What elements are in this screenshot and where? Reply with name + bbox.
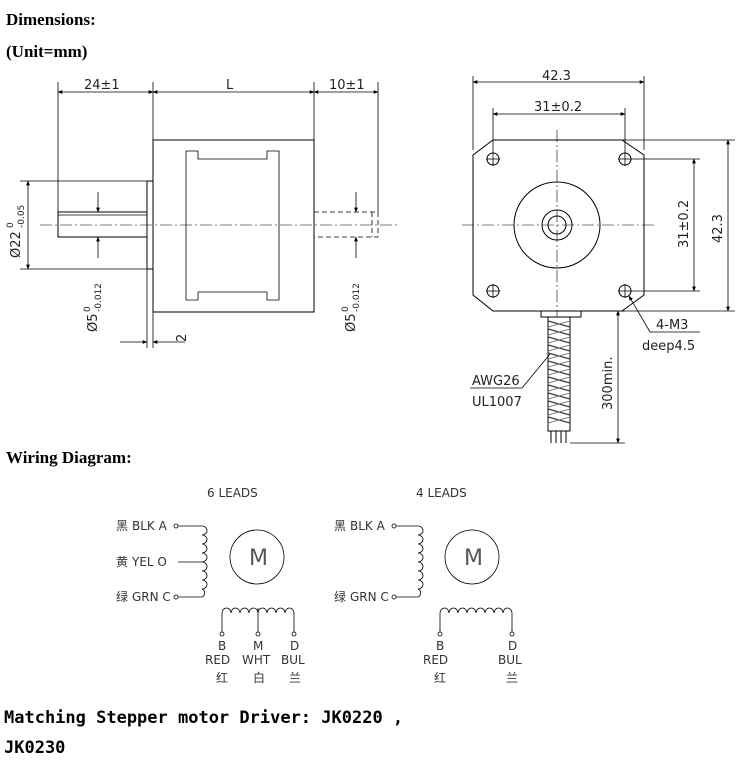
four-motor-circle — [444, 529, 500, 585]
wire-spec-1: AWG26 — [472, 374, 520, 389]
wiring-4-leads: 4 LEADS 黑 BLK A 绿 GRN C M B D RED BUL 红 … — [334, 486, 522, 685]
dim-42-side-label: 42.3 — [711, 214, 726, 243]
lead-bundle — [547, 316, 571, 443]
four-d-letter: D — [508, 639, 517, 653]
six-m-label: WHT — [242, 653, 271, 667]
motor-body-outline — [152, 139, 315, 313]
unit-heading: (Unit=mm) — [6, 42, 88, 61]
dim-5-left-tol-upper: 0 — [83, 306, 93, 312]
driver-note-line1: Matching Stepper motor Driver: JK0220 , — [4, 708, 404, 728]
dim-5-right-tol-lower: -0.012 — [352, 283, 362, 312]
six-b-label: RED — [205, 653, 230, 667]
dim-42-top-label: 42.3 — [542, 69, 571, 84]
side-view: 24±1 L 10±1 Ø22 0 -0.05 Ø5 0 -0.012 Ø5 0… — [6, 78, 400, 348]
four-coil-b — [439, 607, 513, 614]
four-d-label: BUL — [498, 653, 522, 667]
six-d-cn: 兰 — [289, 671, 301, 685]
six-coil-a — [201, 525, 208, 598]
dim-10-label: 10±1 — [329, 78, 365, 93]
wiring-6-leads: 6 LEADS 黑 BLK A 黄 YEL O 绿 GRN C M B M D … — [116, 486, 305, 685]
six-d-letter: D — [290, 639, 299, 653]
four-a-label: BLK A — [350, 519, 386, 533]
dim-31-side-label: 31±0.2 — [677, 200, 692, 248]
mounting-holes — [486, 152, 632, 298]
six-d-label: BUL — [281, 653, 305, 667]
four-b-letter: B — [436, 639, 444, 653]
dim-5-left-label: Ø5 — [86, 313, 101, 332]
screw-label-1: 4-M3 — [656, 318, 688, 333]
dim-22-tol-upper: 0 — [6, 222, 16, 228]
driver-note-line2: JK0230 — [4, 738, 66, 758]
flange-outline — [472, 139, 645, 312]
front-view: 42.3 31±0.2 31±0.2 42.3 4-M3 deep4.5 — [462, 69, 735, 444]
four-coil-a — [417, 525, 424, 598]
dim-2-label: 2 — [175, 334, 190, 342]
dim-31-top-label: 31±0.2 — [534, 100, 582, 115]
screw-label-2: deep4.5 — [642, 339, 695, 354]
four-c-label: GRN C — [350, 590, 389, 604]
lead-exit — [540, 310, 582, 318]
six-b-cn: 红 — [216, 670, 228, 685]
six-o-label: YEL O — [131, 555, 167, 569]
six-leads-title: 6 LEADS — [207, 486, 258, 500]
six-o-cn: 黄 — [116, 555, 128, 569]
rear-shaft-dashed — [314, 211, 379, 238]
stator-profile — [185, 150, 280, 301]
dim-22-tol-lower: -0.05 — [17, 205, 27, 228]
dimensions-heading: Dimensions: — [6, 10, 96, 29]
dim-5-right-group: Ø5 0 -0.012 — [341, 283, 362, 332]
front-shaft — [57, 211, 148, 238]
four-leads-title: 4 LEADS — [416, 486, 467, 500]
dim-5-left-group: Ø5 0 -0.012 — [83, 283, 104, 332]
six-a-cn: 黑 — [116, 519, 128, 533]
six-m-cn: 白 — [253, 670, 265, 685]
dim-5-left-tol-lower: -0.012 — [94, 283, 104, 312]
four-a-cn: 黑 — [334, 519, 346, 533]
dim-l-label: L — [226, 78, 234, 93]
six-m-letter: M — [253, 639, 263, 653]
four-d-cn: 兰 — [506, 671, 518, 685]
lead-length-label: 300min. — [601, 357, 616, 410]
six-c-label: GRN C — [132, 590, 171, 604]
dim-5-right-tol-upper: 0 — [341, 306, 351, 312]
dim-22-label: Ø22 — [9, 231, 24, 258]
six-c-cn: 绿 — [116, 589, 128, 604]
wiring-heading: Wiring Diagram: — [6, 448, 132, 467]
four-b-cn: 红 — [434, 670, 446, 685]
dim-5-right-label: Ø5 — [344, 313, 359, 332]
six-a-label: BLK A — [132, 519, 168, 533]
four-b-label: RED — [423, 653, 448, 667]
four-c-cn: 绿 — [334, 589, 346, 604]
dim-22-group: Ø22 0 -0.05 — [6, 205, 27, 258]
six-motor-circle — [229, 529, 285, 585]
six-motor-label: M — [249, 546, 268, 571]
wire-spec-2: UL1007 — [472, 395, 522, 410]
four-motor-label: M — [464, 546, 483, 571]
dim-24-label: 24±1 — [84, 78, 120, 93]
six-b-letter: B — [218, 639, 226, 653]
